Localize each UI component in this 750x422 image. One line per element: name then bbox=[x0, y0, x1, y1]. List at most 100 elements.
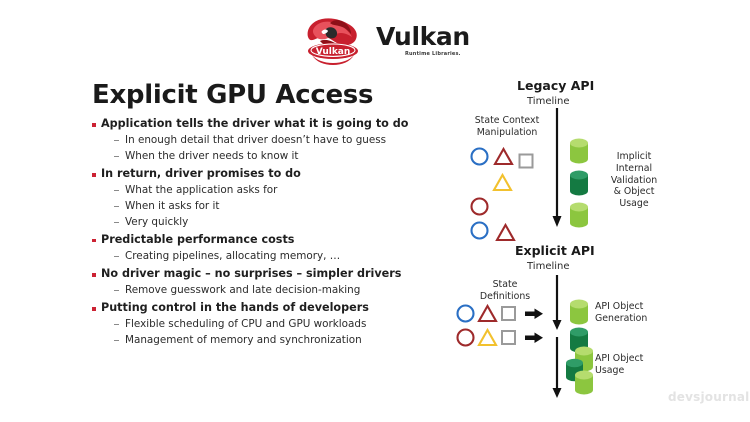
cylinder-object-light bbox=[568, 202, 590, 228]
dash-icon bbox=[114, 289, 119, 292]
right-arrow-icon bbox=[525, 307, 544, 320]
sub-bullet-item: When it asks for it bbox=[114, 199, 432, 212]
sub-bullet-text: Creating pipelines, allocating memory, … bbox=[125, 249, 341, 262]
brand-name: Vulkan bbox=[376, 21, 470, 51]
state-context-manipulation-label: State Context Manipulation bbox=[455, 115, 559, 139]
sub-bullet-item: Flexible scheduling of CPU and GPU workl… bbox=[114, 317, 432, 330]
sub-bullet-text: When the driver needs to know it bbox=[125, 149, 299, 162]
legacy-api-title: Legacy API bbox=[517, 78, 595, 93]
explicit-api-title: Explicit API bbox=[515, 243, 595, 258]
triangle-shape-red bbox=[495, 222, 516, 243]
cylinder-object-light bbox=[568, 299, 590, 325]
legacy-state-shapes bbox=[469, 143, 535, 243]
shape-row bbox=[492, 172, 535, 193]
square-shape-gray bbox=[499, 304, 518, 323]
dash-icon bbox=[114, 221, 119, 223]
dash-icon bbox=[114, 205, 119, 208]
sub-bullet-text: Flexible scheduling of CPU and GPU workl… bbox=[125, 317, 367, 330]
dash-icon bbox=[114, 139, 119, 142]
cylinder-object-light bbox=[568, 138, 590, 164]
sub-bullet-text: When it asks for it bbox=[125, 199, 220, 212]
bullet-list: Application tells the driver what it is … bbox=[92, 118, 432, 345]
api-object-usage-label: API Object Usage bbox=[595, 353, 675, 377]
vulkan-wordmark: Vulkan Runtime Libraries. bbox=[376, 24, 470, 57]
legacy-timeline-label: Timeline bbox=[527, 96, 570, 107]
circle-shape-blue bbox=[469, 220, 490, 241]
bullet-item: In return, driver promises to do bbox=[92, 168, 432, 179]
dash-icon bbox=[114, 339, 119, 342]
explicit-timeline-arrow-usage-icon bbox=[551, 337, 563, 399]
explicit-timeline-label: Timeline bbox=[527, 261, 570, 272]
label-line: API Object bbox=[595, 301, 644, 312]
bullet-item: Application tells the driver what it is … bbox=[92, 118, 432, 129]
sub-bullet-item: When the driver needs to know it bbox=[114, 149, 432, 162]
dash-icon bbox=[114, 155, 119, 157]
shape-row bbox=[469, 218, 535, 243]
sub-bullet-text: Very quickly bbox=[125, 215, 189, 228]
label-line: Generation bbox=[595, 312, 648, 324]
square-shape-gray bbox=[499, 328, 518, 347]
explicit-api-diagram: Explicit API Timeline State Definitions bbox=[455, 243, 745, 398]
label-line: Internal bbox=[615, 162, 653, 174]
sub-bullet-text: In enough detail that driver doesn’t hav… bbox=[125, 133, 387, 146]
explicit-state-shapes bbox=[455, 303, 544, 348]
label-line: & Object bbox=[613, 186, 655, 198]
shape-row bbox=[455, 303, 544, 324]
label-line: Manipulation bbox=[476, 126, 538, 138]
svg-text:Vulkan: Vulkan bbox=[316, 47, 351, 57]
sub-bullet-item: What the application asks for bbox=[114, 183, 432, 196]
dash-icon bbox=[114, 189, 119, 192]
label-line: State bbox=[492, 279, 518, 290]
vulkan-logo: Vulkan Vulkan Runtime Libraries. bbox=[300, 14, 480, 66]
dash-icon bbox=[114, 255, 119, 258]
legacy-timeline-arrow-icon bbox=[551, 108, 563, 228]
bullet-item: No driver magic – no surprises – simpler… bbox=[92, 268, 432, 279]
vulkan-dragon-logo-icon: Vulkan bbox=[300, 15, 366, 65]
sub-bullet-text: Remove guesswork and late decision-makin… bbox=[125, 283, 361, 296]
sub-bullet-item: Creating pipelines, allocating memory, … bbox=[114, 249, 432, 262]
bullet-text: No driver magic – no surprises – simpler… bbox=[101, 267, 402, 281]
sub-bullet-item: Remove guesswork and late decision-makin… bbox=[114, 283, 432, 296]
bullet-item: Predictable performance costs bbox=[92, 234, 432, 245]
label-line: Definitions bbox=[479, 290, 531, 302]
sub-bullet-item: Very quickly bbox=[114, 215, 432, 228]
bullet-text: Predictable performance costs bbox=[101, 232, 295, 246]
sub-bullet-item: In enough detail that driver doesn’t hav… bbox=[114, 133, 432, 146]
sub-bullet-item: Management of memory and synchronization bbox=[114, 334, 432, 345]
label-line: Validation bbox=[610, 174, 658, 186]
bullet-dot-icon bbox=[92, 123, 96, 127]
square-shape-gray bbox=[517, 152, 535, 170]
circle-shape-blue bbox=[469, 146, 490, 167]
implicit-internal-validation-label: Implicit Internal Validation & Object Us… bbox=[595, 151, 673, 210]
explicit-timeline-arrow-generation-icon bbox=[551, 275, 563, 331]
label-line: Usage bbox=[619, 198, 649, 209]
bullet-text: Putting control in the hands of develope… bbox=[101, 301, 369, 315]
triangle-shape-yellow bbox=[477, 327, 498, 348]
bullet-text: In return, driver promises to do bbox=[101, 167, 301, 181]
bullet-item: Putting control in the hands of develope… bbox=[92, 302, 432, 313]
brand-tagline: Runtime Libraries. bbox=[405, 50, 461, 57]
circle-shape-red bbox=[469, 196, 490, 217]
cylinder-object-dark bbox=[568, 170, 590, 196]
legacy-api-diagram: Legacy API Timeline State Context Manipu… bbox=[455, 78, 745, 242]
cylinder-cluster-usage bbox=[563, 343, 603, 398]
watermark: devsjournal bbox=[668, 390, 750, 404]
label-line: API Object bbox=[595, 353, 644, 364]
label-line: State Context bbox=[474, 115, 540, 126]
shape-row bbox=[469, 196, 535, 217]
triangle-shape-red bbox=[493, 146, 514, 167]
label-line: Implicit bbox=[616, 151, 652, 162]
page-title: Explicit GPU Access bbox=[92, 80, 374, 110]
shape-row bbox=[455, 327, 544, 348]
dash-icon bbox=[114, 323, 119, 326]
shape-row bbox=[469, 143, 535, 170]
bullet-dot-icon bbox=[92, 173, 96, 177]
bullet-dot-icon bbox=[92, 307, 96, 311]
bullet-dot-icon bbox=[92, 238, 96, 243]
api-object-generation-label: API Object Generation bbox=[595, 301, 675, 325]
triangle-shape-yellow bbox=[492, 172, 513, 193]
sub-bullet-text: What the application asks for bbox=[125, 183, 278, 196]
right-arrow-icon bbox=[525, 331, 544, 344]
triangle-shape-red bbox=[477, 303, 498, 324]
